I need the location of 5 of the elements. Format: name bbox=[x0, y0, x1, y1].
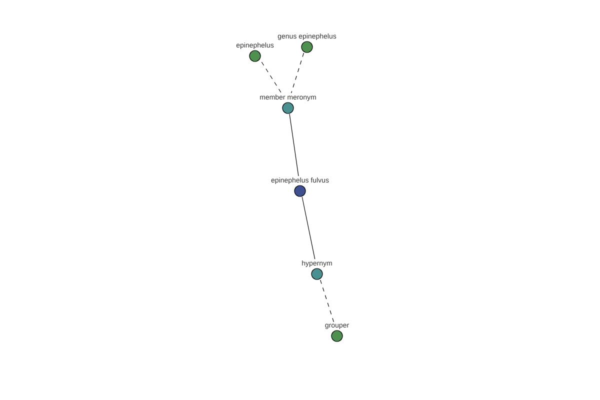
connector-line bbox=[289, 114, 299, 176]
connector-line bbox=[302, 196, 316, 260]
connector-line bbox=[320, 280, 334, 323]
connector-line bbox=[290, 52, 304, 94]
connector-line bbox=[261, 62, 282, 94]
